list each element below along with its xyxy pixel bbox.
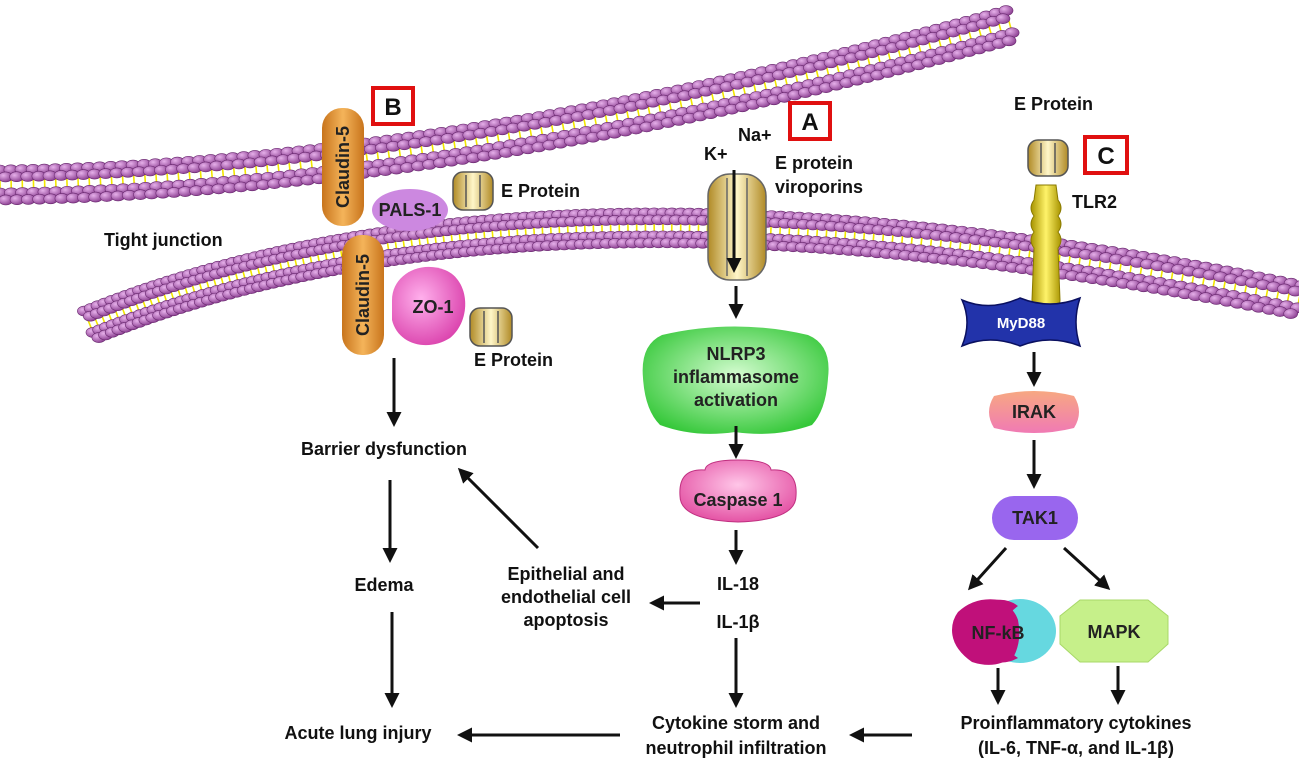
tight-junction-label: Tight junction bbox=[104, 230, 223, 250]
panel-c-box: C bbox=[1083, 135, 1129, 175]
zo-1: ZO-1 bbox=[392, 266, 466, 346]
e-protein-channel-bottom-icon bbox=[469, 307, 513, 347]
claudin-5-top: Claudin-5 bbox=[322, 108, 364, 226]
myd88-label: MyD88 bbox=[997, 315, 1045, 332]
pals-1: PALS-1 bbox=[372, 189, 448, 231]
il-18-label: IL-18 bbox=[717, 574, 759, 594]
nf-kb: NF-kB bbox=[952, 599, 1056, 665]
pals-1-label: PALS-1 bbox=[379, 200, 442, 220]
zo-1-label: ZO-1 bbox=[412, 297, 453, 317]
panel-b-box: B bbox=[371, 86, 415, 126]
irak: IRAK bbox=[989, 391, 1079, 433]
il-1b-label: IL-1β bbox=[717, 612, 760, 632]
claudin-5-bottom: Claudin-5 bbox=[342, 235, 384, 355]
pathway-arrows bbox=[382, 286, 1126, 743]
nlrp3-line3: activation bbox=[694, 390, 778, 410]
tlr2-receptor bbox=[1030, 184, 1062, 313]
nlrp3-inflammasome: NLRP3 inflammasome activation bbox=[642, 326, 829, 434]
k-ion-label: K+ bbox=[704, 144, 728, 164]
proinflammatory-line2: (IL-6, TNF-α, and IL-1β) bbox=[978, 738, 1174, 758]
cytokine-storm-line1: Cytokine storm and bbox=[652, 713, 820, 733]
barrier-dysfunction-label: Barrier dysfunction bbox=[301, 439, 467, 459]
panel-a-letter: A bbox=[801, 109, 818, 136]
e-protein-tlr-label: E Protein bbox=[1014, 94, 1093, 114]
tlr2-label: TLR2 bbox=[1072, 192, 1117, 212]
myd88: MyD88 bbox=[960, 296, 1082, 348]
apoptosis-line2: endothelial cell bbox=[501, 587, 631, 607]
arrow-tak1-to-mapk bbox=[1062, 546, 1111, 591]
e-protein-channel-top-icon bbox=[452, 171, 494, 211]
arrow-tak1-to-nfkb bbox=[967, 546, 1008, 591]
na-ion-label: Na+ bbox=[738, 125, 772, 145]
panel-b-letter: B bbox=[384, 94, 401, 121]
nf-kb-label: NF-kB bbox=[972, 623, 1025, 643]
e-protein-channel-tlr-icon bbox=[1027, 139, 1069, 177]
panel-a-box: A bbox=[788, 101, 832, 141]
e-protein-bottom-label: E Protein bbox=[474, 350, 553, 370]
acute-lung-injury-label: Acute lung injury bbox=[284, 723, 431, 743]
arrow-apoptosis-to-barrier bbox=[457, 467, 540, 550]
tak1: TAK1 bbox=[992, 496, 1078, 540]
mapk-label: MAPK bbox=[1088, 622, 1141, 642]
irak-label: IRAK bbox=[1012, 402, 1056, 422]
claudin-5-top-label: Claudin-5 bbox=[333, 126, 353, 208]
cytokine-storm-line2: neutrophil infiltration bbox=[646, 738, 827, 758]
claudin-5-bottom-label: Claudin-5 bbox=[353, 254, 373, 336]
viroporin-channel-icon bbox=[707, 173, 767, 281]
nlrp3-line1: NLRP3 bbox=[706, 344, 765, 364]
e-protein-top-label: E Protein bbox=[501, 181, 580, 201]
viroporin-label-line1: E protein bbox=[775, 153, 853, 173]
lower-membrane bbox=[77, 207, 1299, 343]
proinflammatory-line1: Proinflammatory cytokines bbox=[960, 713, 1191, 733]
mapk: MAPK bbox=[1059, 599, 1169, 663]
caspase-1-label: Caspase 1 bbox=[693, 490, 782, 510]
cell-membranes bbox=[0, 5, 1299, 343]
apoptosis-line1: Epithelial and bbox=[507, 564, 624, 584]
upper-membrane bbox=[0, 5, 1020, 206]
edema-label: Edema bbox=[354, 575, 414, 595]
viroporin-label-line2: viroporins bbox=[775, 177, 863, 197]
tak1-label: TAK1 bbox=[1012, 508, 1058, 528]
apoptosis-line3: apoptosis bbox=[523, 610, 608, 630]
nlrp3-line2: inflammasome bbox=[673, 367, 799, 387]
panel-c-letter: C bbox=[1097, 143, 1114, 170]
caspase-1: Caspase 1 bbox=[679, 459, 797, 523]
